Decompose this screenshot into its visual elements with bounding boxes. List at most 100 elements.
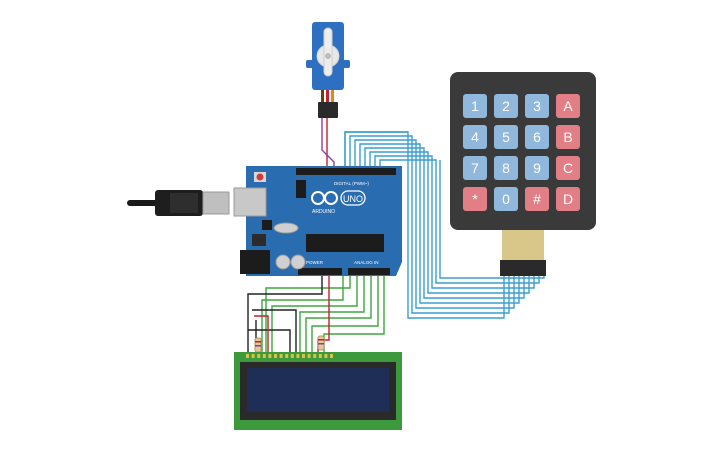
keypad-key-6[interactable]: 6: [525, 125, 549, 149]
keypad-key-5[interactable]: 5: [494, 125, 518, 149]
brand-text: ARDUINO: [312, 209, 335, 215]
capacitor-1: [275, 254, 291, 270]
lcd-pin-header: [246, 354, 333, 358]
icsp-header: [296, 180, 306, 198]
lcd-pin[interactable]: [324, 354, 328, 358]
servo-arm: [323, 27, 333, 77]
lcd-pin[interactable]: [290, 354, 294, 358]
microcontroller-chip: [306, 234, 384, 252]
keypad-key-label: 6: [533, 129, 541, 145]
vcc-wire-2: [254, 315, 269, 355]
lcd-pin[interactable]: [251, 354, 255, 358]
keypad-key-8[interactable]: 8: [494, 156, 518, 180]
lcd-screen: [247, 368, 389, 412]
power-header: [298, 268, 342, 275]
keypad-wires: [344, 131, 545, 319]
uno-logo-badge: [340, 190, 366, 206]
voltage-regulator: [252, 234, 266, 246]
usb-cable[interactable]: [127, 190, 230, 216]
keypad-key-7[interactable]: 7: [463, 156, 487, 180]
lcd-pin[interactable]: [246, 354, 249, 358]
keypad-key-label: 1: [471, 98, 479, 114]
keypad-wire-7: [374, 155, 535, 289]
servo-signal-wire: [321, 118, 335, 170]
lcd-pin[interactable]: [268, 354, 272, 358]
keypad-wire-8: [379, 159, 540, 284]
keypad-key-label: *: [472, 191, 478, 207]
keypad-key-hash[interactable]: #: [525, 187, 549, 211]
crystal: [273, 222, 299, 234]
servo-cable-orange: [331, 90, 334, 102]
lcd-pin[interactable]: [274, 354, 277, 358]
keypad-key-4[interactable]: 4: [463, 125, 487, 149]
gnd-wire-1: [247, 276, 323, 355]
keypad-wire-9: [344, 131, 408, 168]
analog-label: ANALOG IN: [354, 260, 379, 265]
servo-signal-wire-group: [321, 118, 335, 170]
keypad-key-2[interactable]: 2: [494, 94, 518, 118]
lcd-pin[interactable]: [313, 354, 317, 358]
lcd-pin[interactable]: [296, 354, 300, 358]
ground-wires: [247, 276, 323, 355]
arduino-infinity-icon: [311, 191, 338, 205]
small-chip: [262, 220, 272, 230]
lcd-pin[interactable]: [279, 354, 283, 358]
keypad-connector: [500, 260, 546, 276]
lcd-pin[interactable]: [318, 354, 322, 358]
resistor-1: [254, 337, 262, 353]
lcd-pin[interactable]: [302, 354, 305, 358]
keypad-key-star[interactable]: *: [463, 187, 487, 211]
keypad-key-label: 5: [502, 129, 510, 145]
resistor-2: [317, 335, 325, 351]
servo-cable-brown: [321, 90, 324, 102]
power-jack: [240, 250, 270, 274]
analog-header: [348, 268, 390, 275]
servo-screw: [325, 53, 331, 59]
keypad-key-label: A: [563, 98, 573, 114]
servo-connector: [318, 102, 338, 118]
digital-header: [296, 168, 396, 175]
keypad-key-label: #: [533, 191, 541, 207]
lcd-pin[interactable]: [307, 354, 311, 358]
keypad-key-label: 3: [533, 98, 541, 114]
keypad-key-B[interactable]: B: [556, 125, 580, 149]
keypad-key-label: 4: [471, 129, 479, 145]
capacitor-2: [290, 254, 306, 270]
keypad-wire-5: [364, 147, 525, 299]
power-label: POWER: [306, 260, 324, 265]
keypad-key-C[interactable]: C: [556, 156, 580, 180]
keypad-wire-6: [369, 151, 530, 294]
lcd-wire-6: [311, 276, 379, 355]
servo-cable-red: [326, 90, 329, 102]
lcd-16x2-display[interactable]: [234, 352, 402, 430]
lcd-pin[interactable]: [285, 354, 289, 358]
usb-plug-metal: [202, 191, 230, 215]
keypad-key-0[interactable]: 0: [494, 187, 518, 211]
arduino-uno-board[interactable]: UNO ARDUINO DIGITAL (PWM~) POWER ANALOG …: [233, 166, 402, 276]
keypad-key-label: D: [563, 191, 573, 207]
keypad-key-label: 9: [533, 160, 541, 176]
lcd-pin[interactable]: [330, 354, 333, 358]
resistors: [254, 335, 325, 353]
gnd-wire-3: [248, 329, 291, 355]
lcd-pin[interactable]: [262, 354, 266, 358]
keypad-wire-2: [349, 135, 510, 314]
keypad-key-A[interactable]: A: [556, 94, 580, 118]
keypad-key-D[interactable]: D: [556, 187, 580, 211]
keypad-key-9[interactable]: 9: [525, 156, 549, 180]
lcd-pin[interactable]: [257, 354, 261, 358]
keypad-key-label: C: [563, 160, 573, 176]
lcd-wire-5: [305, 276, 372, 355]
keypad-wire-10: [439, 160, 545, 279]
keypad-key-label: 7: [471, 160, 479, 176]
usb-jack: [233, 187, 267, 217]
servo-motor[interactable]: [306, 22, 350, 118]
gnd-wire-2: [252, 309, 297, 355]
keypad-key-label: 0: [502, 191, 510, 207]
keypad-key-3[interactable]: 3: [525, 94, 549, 118]
keypad-key-1[interactable]: 1: [463, 94, 487, 118]
reset-button: [256, 173, 264, 181]
